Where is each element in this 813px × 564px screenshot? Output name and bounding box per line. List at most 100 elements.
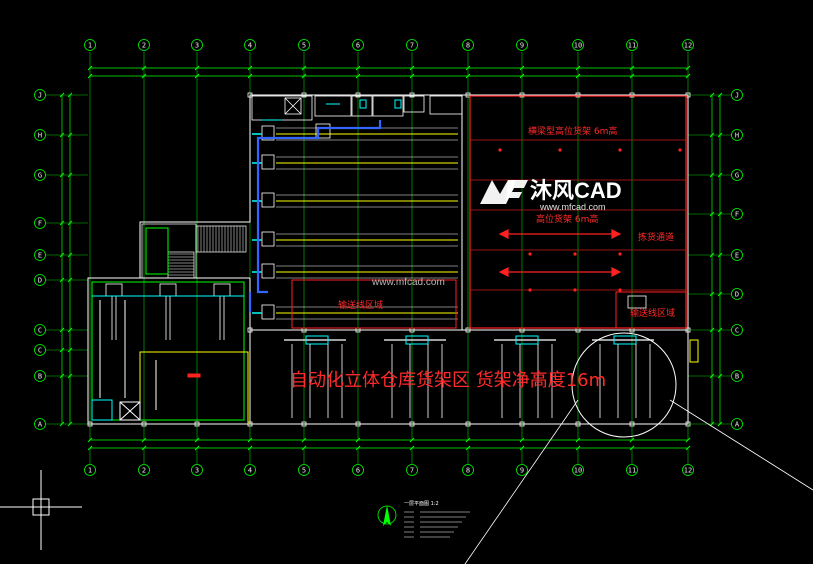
legend: [404, 511, 470, 538]
high-bay-racks: [252, 123, 458, 320]
axis-label-row: C: [735, 327, 739, 335]
asrs-stacker-cranes: [284, 335, 699, 418]
dim-tick: [194, 445, 200, 451]
stack-unit: [105, 283, 123, 297]
dim-tick: [717, 421, 723, 427]
axis-bubble: [244, 39, 256, 51]
dim-tick: [59, 252, 65, 258]
plan-title: 一层平面图 1:2: [404, 501, 439, 507]
axis-label-col: 10: [574, 42, 582, 50]
axis-label-col: 11: [628, 42, 636, 50]
dim-tick: [709, 252, 715, 258]
rack-marker: [573, 288, 577, 292]
axis-bubble: [731, 89, 743, 101]
axis-label-row: B: [735, 373, 739, 381]
asrs-door: [689, 339, 699, 363]
dim-tick: [67, 92, 73, 98]
dim-tick: [67, 132, 73, 138]
axis-label-col: 2: [142, 42, 146, 50]
dimension-ticks: [59, 65, 723, 451]
rack-marker: [573, 252, 577, 256]
dim-tick: [709, 291, 715, 297]
dim-tick: [685, 65, 691, 71]
dim-tick: [141, 437, 147, 443]
dim-tick: [465, 437, 471, 443]
axis-bubble: [84, 39, 96, 51]
axis-label-col: 11: [628, 467, 636, 475]
axis-bubble: [731, 324, 743, 336]
axis-label-col: 6: [356, 42, 360, 50]
axis-label-row: A: [38, 421, 43, 429]
stairs: [141, 223, 247, 279]
axis-label-col: 3: [195, 467, 199, 475]
axis-bubble: [731, 129, 743, 141]
dim-tick: [67, 252, 73, 258]
axis-label-col: 1: [88, 42, 92, 50]
axis-bubble: [298, 464, 310, 476]
dim-tick: [67, 373, 73, 379]
dim-tick: [465, 65, 471, 71]
conveyor-device: [627, 295, 647, 309]
dim-tick: [59, 421, 65, 427]
axis-label-col: 4: [248, 42, 252, 50]
conveyor-area-box: [291, 279, 457, 329]
dim-tick: [355, 445, 361, 451]
dim-tick: [629, 65, 635, 71]
axis-bubble: [34, 169, 46, 181]
axis-bubble: [626, 39, 638, 51]
dim-tick: [717, 291, 723, 297]
conveyor-line: [248, 120, 382, 312]
dim-tick: [717, 373, 723, 379]
axis-label-row: B: [38, 373, 42, 381]
dim-tick: [519, 437, 525, 443]
label-conveyor-area-right: 输送线区域: [630, 307, 675, 319]
dim-tick: [67, 172, 73, 178]
axis-bubble: [138, 39, 150, 51]
dim-tick: [87, 437, 93, 443]
rack-head: [261, 304, 275, 320]
dim-tick: [709, 172, 715, 178]
axis-label-row: E: [38, 252, 42, 260]
rack-head: [261, 231, 275, 247]
dim-tick: [194, 437, 200, 443]
dim-tick: [247, 65, 253, 71]
dim-tick: [59, 373, 65, 379]
dim-tick: [409, 445, 415, 451]
dim-tick: [717, 252, 723, 258]
axis-label-row: E: [735, 252, 739, 260]
axis-bubble: [34, 89, 46, 101]
dim-tick: [67, 347, 73, 353]
rack-marker: [558, 148, 562, 152]
axis-bubble: [191, 464, 203, 476]
rack-marker: [528, 288, 532, 292]
dim-tick: [355, 73, 361, 79]
watermark-url-center: www.mfcad.com: [371, 277, 445, 288]
dim-tick: [87, 445, 93, 451]
dim-tick: [59, 220, 65, 226]
rack-marker: [498, 148, 502, 152]
dim-tick: [67, 327, 73, 333]
top-room-details: [262, 99, 402, 121]
label-high-rack: 高位货架 6m高: [536, 213, 598, 225]
axis-bubble: [34, 274, 46, 286]
detail-callout-leaders: [464, 399, 813, 564]
dim-tick: [409, 65, 415, 71]
dim-tick: [301, 445, 307, 451]
dim-tick: [465, 445, 471, 451]
ucs-crosshair-icon: [0, 470, 82, 550]
axis-bubble: [34, 370, 46, 382]
axis-label-col: 2: [142, 467, 146, 475]
axis-bubble: [84, 464, 96, 476]
dim-tick: [87, 73, 93, 79]
dim-tick: [717, 327, 723, 333]
dim-tick: [409, 437, 415, 443]
axis-bubble: [731, 370, 743, 382]
axis-label-row: H: [735, 132, 739, 140]
crane-carriage: [405, 335, 429, 345]
axis-gridlines: [46, 52, 732, 464]
conveyor-area-box-right: [615, 291, 687, 329]
rack-marker: [618, 288, 622, 292]
dim-tick: [301, 65, 307, 71]
left-room-equipment: [92, 283, 244, 340]
label-picking-channel: 拣货通道: [638, 231, 674, 243]
